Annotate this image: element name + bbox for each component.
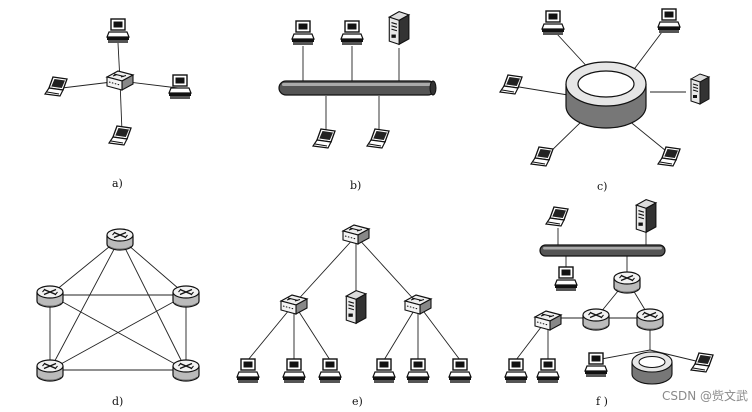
router-icon [613, 271, 641, 294]
router-icon [36, 359, 64, 382]
desktop-computer-icon [406, 358, 430, 384]
server-icon [388, 11, 410, 45]
desktop-computer-icon [584, 352, 608, 378]
laptop-icon [366, 128, 390, 149]
router-icon [582, 308, 610, 331]
server-icon [690, 73, 710, 105]
watermark-text: CSDN @赀文武 [662, 388, 748, 403]
desktop-computer-icon [106, 18, 130, 44]
laptop-icon [499, 74, 523, 95]
ring-cable [565, 61, 647, 129]
desktop-computer-icon [657, 8, 681, 34]
diagram-c-ring [499, 8, 710, 167]
router-icon [636, 308, 664, 331]
diagram-a-star [44, 18, 192, 146]
desktop-computer-icon [236, 358, 260, 384]
desktop-computer-icon [541, 10, 565, 36]
hub-icon [404, 294, 432, 315]
bus-cable [539, 244, 666, 257]
hub-icon [534, 310, 562, 331]
laptop-icon [312, 128, 336, 149]
router-icon [172, 359, 200, 382]
desktop-computer-icon [282, 358, 306, 384]
ring-cable [631, 351, 673, 385]
desktop-computer-icon [554, 266, 578, 292]
caption-a: a) [112, 177, 123, 190]
desktop-computer-icon [291, 20, 315, 46]
caption-f: f ) [596, 395, 608, 408]
diagram-b-bus [278, 11, 437, 149]
laptop-icon [690, 352, 714, 373]
diagram-f-hybrid [504, 199, 714, 385]
desktop-computer-icon [372, 358, 396, 384]
laptop-icon [108, 125, 132, 146]
caption-c: c) [597, 180, 607, 193]
diagram-d-mesh [36, 228, 200, 382]
caption-e: e) [352, 395, 363, 408]
router-icon [106, 228, 134, 251]
desktop-computer-icon [504, 358, 528, 384]
laptop-icon [657, 146, 681, 167]
router-icon [172, 285, 200, 308]
router-icon [36, 285, 64, 308]
hub-icon [106, 70, 134, 91]
desktop-computer-icon [318, 358, 342, 384]
hub-icon [280, 294, 308, 315]
caption-d: d) [112, 395, 123, 408]
desktop-computer-icon [536, 358, 560, 384]
server-icon [635, 199, 657, 233]
laptop-icon [44, 76, 68, 97]
hub-icon [342, 224, 370, 245]
diagram-e-tree [236, 224, 472, 384]
laptop-icon [545, 206, 569, 227]
desktop-computer-icon [340, 20, 364, 46]
server-icon [345, 290, 367, 324]
caption-b: b) [350, 179, 361, 192]
laptop-icon [530, 146, 554, 167]
desktop-computer-icon [448, 358, 472, 384]
